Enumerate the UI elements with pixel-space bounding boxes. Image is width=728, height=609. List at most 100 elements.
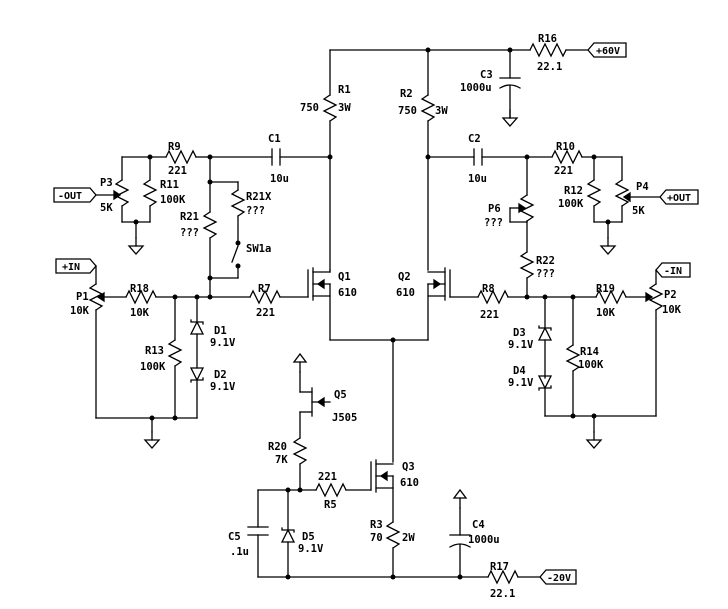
p2-value: 10K	[662, 304, 682, 316]
c1-value: 10u	[270, 173, 289, 185]
r22-value: ???	[536, 268, 555, 280]
switch-sw1a: SW1a	[209, 240, 271, 279]
r17-label: R17	[490, 561, 509, 573]
r20-value: 7K	[275, 454, 288, 466]
minus-in-label: -IN	[664, 266, 682, 277]
mosfet-q2: Q2 610	[396, 267, 451, 341]
d2-value: 9.1V	[210, 381, 236, 393]
r12-value: 100K	[558, 198, 584, 210]
c2-label: C2	[468, 133, 481, 145]
d1-label: D1	[214, 325, 227, 337]
r1-watt: 3W	[338, 102, 351, 114]
resistor-r3: R3 70 2W	[370, 519, 415, 578]
potentiometer-p4: P4 5K	[593, 156, 661, 223]
r16-value: 22.1	[537, 61, 562, 73]
supply-plus60-tag: +60V	[587, 42, 627, 58]
r1-label: R1	[338, 84, 351, 96]
resistor-r18: R18 10K	[125, 283, 251, 319]
p6-label: P6	[488, 203, 501, 215]
q5-value: J505	[332, 412, 357, 424]
c4-label: C4	[472, 519, 485, 531]
plus-in-label: +IN	[62, 262, 80, 273]
r1-value: 750	[300, 102, 319, 114]
resistor-r19: R19 10K	[595, 283, 654, 319]
potentiometer-p3: P3 5K	[95, 156, 151, 223]
capacitor-c3: C3 1000u	[460, 69, 521, 119]
resistor-r8: R8 221	[449, 283, 597, 321]
q1-label: Q1	[338, 271, 351, 283]
r3-watt: 2W	[402, 532, 415, 544]
c5-label: C5	[228, 531, 241, 543]
r3-label: R3	[370, 519, 383, 531]
r2-value: 750	[398, 105, 417, 117]
zener-d1: D1 9.1V	[189, 296, 236, 369]
sw1a-label: SW1a	[246, 243, 271, 255]
r8-value: 221	[480, 309, 499, 321]
resistor-r21x: R21X ???	[230, 181, 272, 241]
r14-label: R14	[580, 346, 599, 358]
resistor-r7: R7 221	[249, 283, 309, 319]
c2-value: 10u	[468, 173, 487, 185]
plus-out-tag: +OUT	[659, 189, 699, 205]
r19-value: 10K	[596, 307, 616, 319]
q2-value: 610	[396, 287, 415, 299]
c4-value: 1000u	[468, 534, 500, 546]
resistor-r11: R11 100K	[142, 156, 186, 223]
resistor-r12: R12 100K	[558, 156, 602, 223]
plus-out-label: +OUT	[667, 193, 691, 204]
d2-label: D2	[214, 369, 227, 381]
potentiometer-p1: P1 10K	[70, 283, 127, 419]
mosfet-q1: Q1 610	[307, 267, 357, 341]
resistor-r22: R22 ???	[519, 251, 555, 298]
plus60-label: +60V	[596, 46, 620, 57]
potentiometer-p2: P2 10K	[648, 269, 682, 417]
c1-label: C1	[268, 133, 281, 145]
p4-label: P4	[636, 181, 649, 193]
zener-d5: D5 9.1V	[280, 489, 324, 578]
q5-label: Q5	[334, 389, 347, 401]
resistor-r16: R16 22.1	[529, 33, 589, 73]
r2-watt: 3W	[435, 105, 448, 117]
minus-in-tag: -IN	[655, 262, 691, 278]
mosfet-q3: Q3 610	[370, 459, 419, 523]
r12-label: R12	[564, 185, 583, 197]
jfet-q5: Q5 J505	[293, 353, 357, 439]
resistor-r10: R10 221	[551, 141, 623, 177]
capacitor-c5: C5 .1u	[228, 489, 269, 578]
r7-label: R7	[258, 283, 271, 295]
r22-label: R22	[536, 255, 555, 267]
zener-d2: D2 9.1V	[189, 367, 236, 419]
r11-label: R11	[160, 179, 179, 191]
r10-label: R10	[556, 141, 575, 153]
p3-value: 5K	[100, 202, 113, 214]
capacitor-c4: C4 1000u	[449, 489, 500, 578]
r19-label: R19	[596, 283, 615, 295]
r17-value: 22.1	[490, 588, 515, 600]
r21-label: R21	[180, 211, 199, 223]
r18-value: 10K	[130, 307, 150, 319]
resistor-r9: R9 221	[121, 141, 211, 177]
r13-value: 100K	[140, 361, 166, 373]
r18-label: R18	[130, 283, 149, 295]
r2-label: R2	[400, 88, 413, 100]
r5-label: R5	[324, 499, 337, 511]
capacitor-c1: C1 10u	[209, 133, 331, 185]
r3-value: 70	[370, 532, 383, 544]
r21-value: ???	[180, 227, 199, 239]
r5-value: 221	[318, 471, 337, 483]
r13-label: R13	[145, 345, 164, 357]
minus-out-label: -OUT	[58, 191, 82, 202]
resistor-r17: R17 22.1	[487, 561, 541, 600]
plus-in-tag: +IN	[55, 258, 97, 285]
potentiometer-p6: P6 ???	[484, 156, 535, 253]
p3-label: P3	[100, 177, 113, 189]
r16-label: R16	[538, 33, 557, 45]
q1-value: 610	[338, 287, 357, 299]
zener-d3: D3 9.1V	[508, 296, 553, 379]
zener-d4: D4 9.1V	[508, 365, 553, 417]
resistor-r2: R2 750 3W	[398, 88, 448, 156]
d4-value: 9.1V	[508, 377, 534, 389]
r8-label: R8	[482, 283, 495, 295]
d4-label: D4	[513, 365, 526, 377]
